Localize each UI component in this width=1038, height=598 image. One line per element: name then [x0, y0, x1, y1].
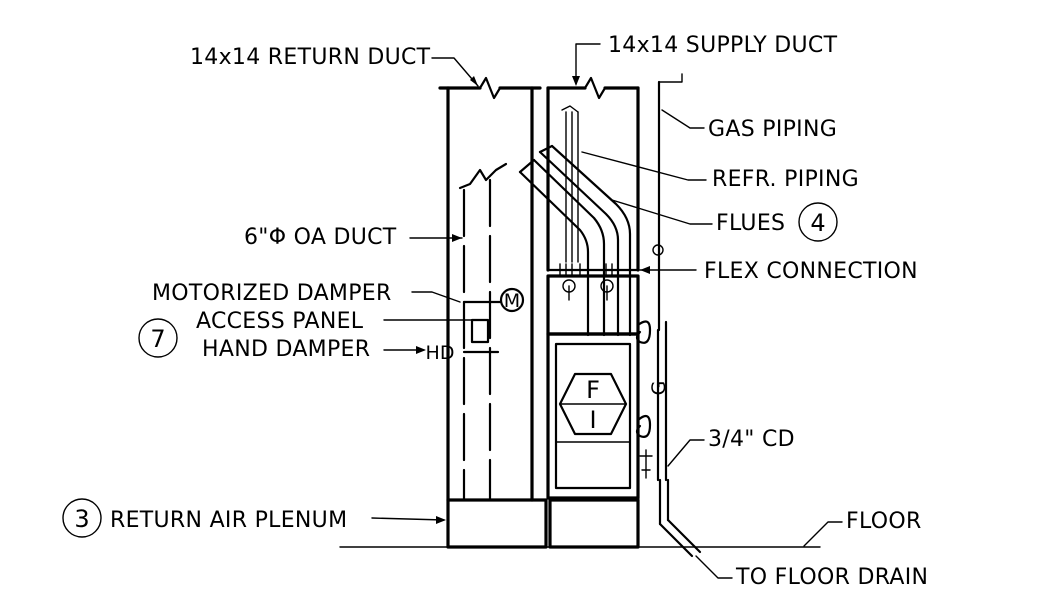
label-hand-damper: HAND DAMPER: [202, 337, 370, 362]
leader-supply-duct: [575, 43, 601, 85]
leader-flues: [611, 199, 713, 225]
label-floor: FLOOR: [846, 509, 922, 534]
furnace-tag-top: F: [586, 376, 600, 404]
arrow-supply-duct: [572, 76, 580, 86]
label-to-floor-drain: TO FLOOR DRAIN: [735, 565, 928, 590]
arrow-return-air-plenum: [436, 516, 446, 524]
access-panel-symbol: [470, 318, 490, 344]
hand-damper-tag: HD: [426, 342, 455, 364]
label-oa-duct: 6"Φ OA DUCT: [244, 225, 397, 250]
keynote-plenum-circle: [62, 498, 102, 538]
oa-duct: [458, 162, 508, 502]
furnace-tag: F I: [558, 372, 628, 436]
gas-outlet-symbols: [562, 279, 614, 301]
label-motorized-damper: MOTORIZED DAMPER: [152, 281, 392, 306]
keynote-access-panel: 7: [150, 325, 165, 353]
label-flex-connection: FLEX CONNECTION: [704, 259, 918, 284]
leader-floor: [803, 521, 843, 547]
supply-duct: [546, 76, 640, 272]
label-gas-piping: GAS PIPING: [708, 117, 837, 142]
arrow-oa-duct: [452, 234, 462, 242]
flue-pipes: [518, 144, 632, 337]
leader-motorized-damper: [411, 291, 461, 303]
refrigerant-piping: [561, 105, 579, 263]
furnace-tag-bottom: I: [589, 406, 596, 434]
gas-drop-traps: G: [635, 244, 670, 482]
leader-gas-piping: [661, 109, 705, 129]
keynote-plenum: 3: [74, 505, 89, 533]
label-supply-duct: 14x14 SUPPLY DUCT: [608, 33, 838, 58]
label-return-air-plenum: RETURN AIR PLENUM: [110, 508, 347, 533]
leader-return-duct: [431, 57, 479, 87]
leader-return-air-plenum: [371, 517, 445, 521]
label-return-duct: 14x14 RETURN DUCT: [190, 45, 431, 70]
condensate-drain: [658, 478, 702, 558]
furnace-upper-housing: [546, 274, 640, 336]
label-access-panel: ACCESS PANEL: [196, 309, 364, 334]
keynote-access-panel-circle: [138, 318, 178, 358]
keynote-flues-circle: [798, 202, 838, 242]
label-flues: FLUES: [716, 211, 785, 236]
gas-line-tag: G: [648, 381, 670, 396]
motorized-damper-symbol: [499, 287, 525, 313]
leader-to-floor-drain: [695, 555, 733, 579]
arrow-flex-connection: [640, 266, 650, 274]
furnace-cabinet: [546, 332, 640, 500]
label-condensate-drain: 3/4" CD: [708, 427, 795, 452]
furnace-base: [548, 498, 640, 549]
label-refr-piping: REFR. PIPING: [712, 167, 859, 192]
leader-refr-piping: [581, 151, 707, 181]
arrow-hand-damper: [416, 346, 426, 354]
return-duct: [438, 76, 542, 502]
damper-assembly: M HD: [426, 287, 525, 364]
motorized-damper-tag: M: [504, 290, 520, 312]
return-air-plenum-base: [446, 498, 548, 549]
flex-connection: [546, 263, 640, 277]
keynote-flues: 4: [810, 209, 825, 237]
gas-piping: [657, 73, 683, 332]
arrow-return-duct: [470, 76, 478, 86]
leader-condensate-drain: [667, 439, 705, 467]
